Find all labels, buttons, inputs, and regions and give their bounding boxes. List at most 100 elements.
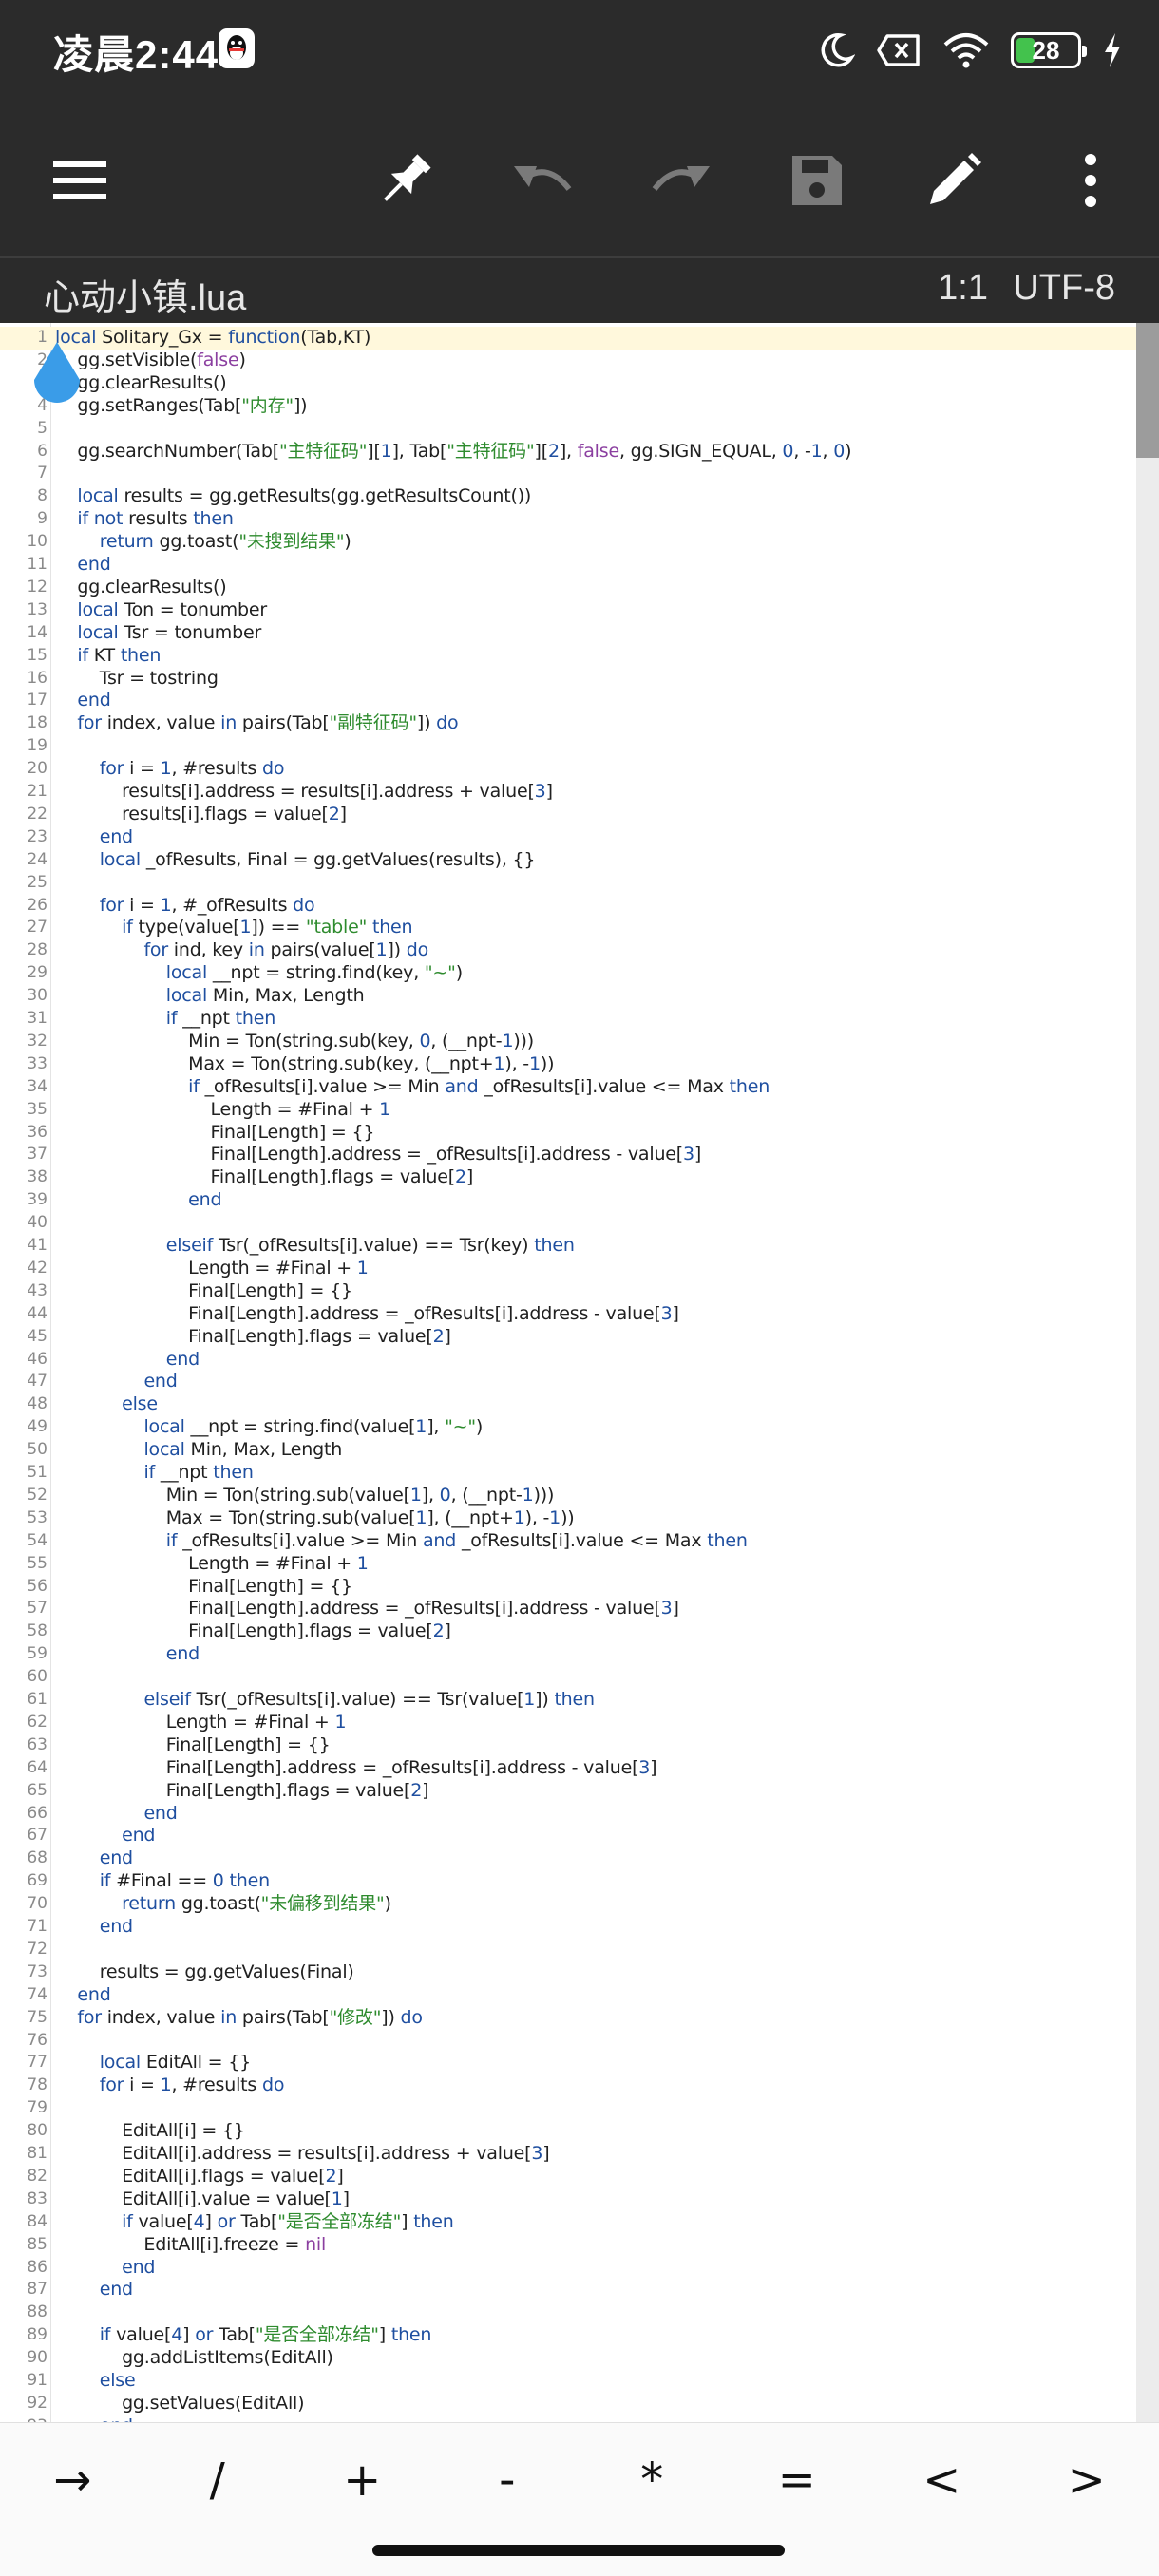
code-line[interactable]: 79 [0, 2097, 1136, 2120]
code-line[interactable]: 38 Final[Length].flags = value[2] [0, 1166, 1136, 1189]
file-name[interactable]: 心动小镇.lua [44, 278, 247, 318]
code-line[interactable]: 71 end [0, 1916, 1136, 1939]
code-line[interactable]: 34 if _ofResults[i].value >= Min and _of… [0, 1076, 1136, 1099]
symbol-key[interactable]: - [499, 2453, 516, 2507]
code-line[interactable]: 28 for ind, key in pairs(value[1]) do [0, 939, 1136, 962]
code-line[interactable]: 9 if not results then [0, 508, 1136, 531]
code-line[interactable]: 35 Length = #Final + 1 [0, 1099, 1136, 1122]
code-line[interactable]: 81 EditAll[i].address = results[i].addre… [0, 2143, 1136, 2166]
code-line[interactable]: 37 Final[Length].address = _ofResults[i]… [0, 1144, 1136, 1166]
undo-button[interactable] [505, 142, 581, 218]
menu-button[interactable] [42, 142, 118, 218]
code-line[interactable]: 11 end [0, 554, 1136, 577]
code-line[interactable]: 57 Final[Length].address = _ofResults[i]… [0, 1598, 1136, 1620]
code-line[interactable]: 54 if _ofResults[i].value >= Min and _of… [0, 1530, 1136, 1553]
code-line[interactable]: 32 Min = Ton(string.sub(key, 0, (__npt-1… [0, 1031, 1136, 1053]
code-line[interactable]: 27 if type(value[1]) == "table" then [0, 917, 1136, 939]
code-line[interactable]: 63 Final[Length] = {} [0, 1734, 1136, 1757]
code-line[interactable]: 62 Length = #Final + 1 [0, 1712, 1136, 1734]
code-line[interactable]: 5 [0, 418, 1136, 441]
code-line[interactable]: 82 EditAll[i].flags = value[2] [0, 2166, 1136, 2188]
code-line[interactable]: 47 end [0, 1371, 1136, 1393]
code-line[interactable]: 83 EditAll[i].value = value[1] [0, 2188, 1136, 2211]
code-line[interactable]: 8 local results = gg.getResults(gg.getRe… [0, 485, 1136, 508]
code-line[interactable]: 29 local __npt = string.find(key, "~") [0, 962, 1136, 985]
symbol-key[interactable]: + [343, 2453, 382, 2507]
code-line[interactable]: 23 end [0, 826, 1136, 849]
code-line[interactable]: 10 return gg.toast("未搜到结果") [0, 531, 1136, 554]
code-line[interactable]: 46 end [0, 1349, 1136, 1372]
code-line[interactable]: 24 local _ofResults, Final = gg.getValue… [0, 849, 1136, 872]
code-line[interactable]: 49 local __npt = string.find(value[1], "… [0, 1416, 1136, 1439]
code-line[interactable]: 58 Final[Length].flags = value[2] [0, 1620, 1136, 1643]
code-line[interactable]: 15 if KT then [0, 645, 1136, 668]
code-line[interactable]: 52 Min = Ton(string.sub(value[1], 0, (__… [0, 1485, 1136, 1507]
code-line[interactable]: 50 local Min, Max, Length [0, 1439, 1136, 1462]
code-line[interactable]: 6 gg.searchNumber(Tab["主特征码"][1], Tab["主… [0, 441, 1136, 464]
code-line[interactable]: 53 Max = Ton(string.sub(value[1], (__npt… [0, 1507, 1136, 1530]
code-line[interactable]: 55 Length = #Final + 1 [0, 1553, 1136, 1576]
code-line[interactable]: 77 local EditAll = {} [0, 2052, 1136, 2074]
pin-button[interactable] [367, 142, 443, 218]
code-line[interactable]: 3 gg.clearResults() [0, 372, 1136, 395]
code-line[interactable]: 13 local Ton = tonumber [0, 599, 1136, 622]
code-line[interactable]: 48 else [0, 1393, 1136, 1416]
code-line[interactable]: 73 results = gg.getValues(Final) [0, 1961, 1136, 1984]
code-line[interactable]: 43 Final[Length] = {} [0, 1280, 1136, 1303]
code-line[interactable]: 41 elseif Tsr(_ofResults[i].value) == Ts… [0, 1235, 1136, 1258]
more-options-button[interactable] [1053, 142, 1129, 218]
cursor-drop-handle[interactable] [28, 338, 86, 414]
code-line[interactable]: 12 gg.clearResults() [0, 577, 1136, 599]
code-line[interactable]: 36 Final[Length] = {} [0, 1122, 1136, 1145]
symbol-key[interactable]: < [922, 2453, 961, 2507]
code-line[interactable]: 21 results[i].address = results[i].addre… [0, 781, 1136, 804]
symbol-key[interactable]: > [1067, 2453, 1106, 2507]
edit-button[interactable] [916, 142, 992, 218]
code-line[interactable]: 33 Max = Ton(string.sub(key, (__npt+1), … [0, 1053, 1136, 1076]
code-line[interactable]: 19 [0, 735, 1136, 758]
code-line[interactable]: 80 EditAll[i] = {} [0, 2120, 1136, 2143]
code-line[interactable]: 72 [0, 1939, 1136, 1961]
code-line[interactable]: 86 end [0, 2257, 1136, 2280]
vertical-scrollbar[interactable] [1136, 323, 1159, 2422]
code-line[interactable]: 30 local Min, Max, Length [0, 985, 1136, 1008]
code-line[interactable]: 89 if value[4] or Tab["是否全部冻结"] then [0, 2324, 1136, 2347]
code-line[interactable]: 14 local Tsr = tonumber [0, 622, 1136, 645]
code-line[interactable]: 68 end [0, 1847, 1136, 1870]
code-line[interactable]: 39 end [0, 1189, 1136, 1212]
code-line[interactable]: 78 for i = 1, #results do [0, 2074, 1136, 2097]
symbol-key[interactable]: * [640, 2453, 664, 2507]
code-line[interactable]: 91 else [0, 2370, 1136, 2393]
code-line[interactable]: 18 for index, value in pairs(Tab["副特征码"]… [0, 712, 1136, 735]
code-line[interactable]: 45 Final[Length].flags = value[2] [0, 1326, 1136, 1349]
code-line[interactable]: 22 results[i].flags = value[2] [0, 804, 1136, 826]
code-line[interactable]: 75 for index, value in pairs(Tab["修改"]) … [0, 2007, 1136, 2030]
symbol-key[interactable]: / [209, 2453, 225, 2507]
code-line[interactable]: 25 [0, 872, 1136, 895]
code-line[interactable]: 20 for i = 1, #results do [0, 758, 1136, 781]
code-line[interactable]: 42 Length = #Final + 1 [0, 1258, 1136, 1280]
code-line[interactable]: 90 gg.addListItems(EditAll) [0, 2347, 1136, 2370]
redo-button[interactable] [642, 142, 718, 218]
code-line[interactable]: 16 Tsr = tostring [0, 668, 1136, 691]
code-line[interactable]: 61 elseif Tsr(_ofResults[i].value) == Ts… [0, 1689, 1136, 1712]
code-line[interactable]: 56 Final[Length] = {} [0, 1576, 1136, 1599]
code-line[interactable]: 60 [0, 1666, 1136, 1689]
file-encoding[interactable]: UTF-8 [1013, 268, 1115, 308]
home-indicator[interactable] [372, 2545, 785, 2556]
symbol-key[interactable]: = [777, 2453, 816, 2507]
save-button[interactable] [779, 142, 855, 218]
symbol-key[interactable]: → [53, 2453, 92, 2507]
code-line[interactable]: 17 end [0, 690, 1136, 712]
code-line[interactable]: 87 end [0, 2279, 1136, 2301]
code-line[interactable]: 64 Final[Length].address = _ofResults[i]… [0, 1757, 1136, 1780]
code-line[interactable]: 44 Final[Length].address = _ofResults[i]… [0, 1303, 1136, 1326]
code-line[interactable]: 7 [0, 463, 1136, 485]
scrollbar-thumb[interactable] [1136, 323, 1159, 458]
code-line[interactable]: 70 return gg.toast("未偏移到结果") [0, 1893, 1136, 1916]
code-line[interactable]: 40 [0, 1212, 1136, 1235]
code-line[interactable]: 76 [0, 2030, 1136, 2053]
code-line[interactable]: 51 if __npt then [0, 1462, 1136, 1485]
